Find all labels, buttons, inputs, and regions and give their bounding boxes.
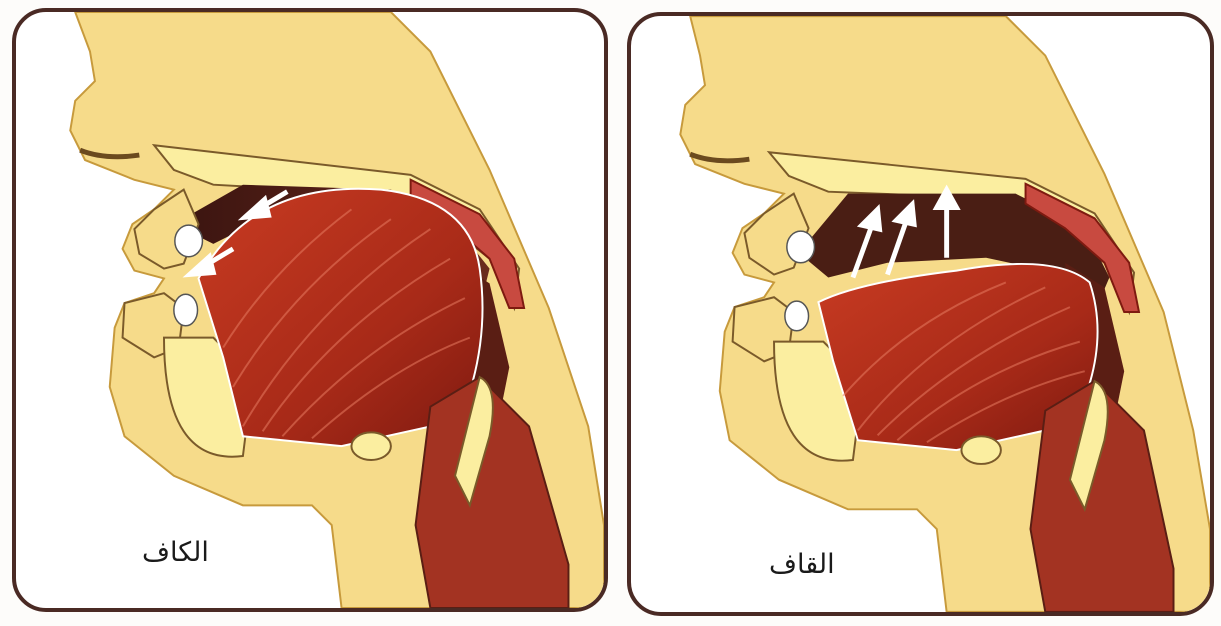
head-cross-section-qaf: [631, 16, 1210, 612]
hyoid-bone: [961, 436, 1000, 464]
panel-label: القاف: [769, 549, 835, 580]
upper-tooth: [787, 231, 815, 263]
panel-label: الكاف: [142, 537, 209, 568]
upper-tooth: [175, 225, 203, 257]
head-cross-section-kaf: [16, 12, 604, 608]
panel-kaf: الكاف: [12, 8, 608, 612]
lower-tooth: [785, 301, 809, 331]
lower-tooth: [174, 294, 198, 326]
panel-qaf: القاف: [627, 12, 1214, 616]
hyoid-bone: [351, 432, 390, 460]
